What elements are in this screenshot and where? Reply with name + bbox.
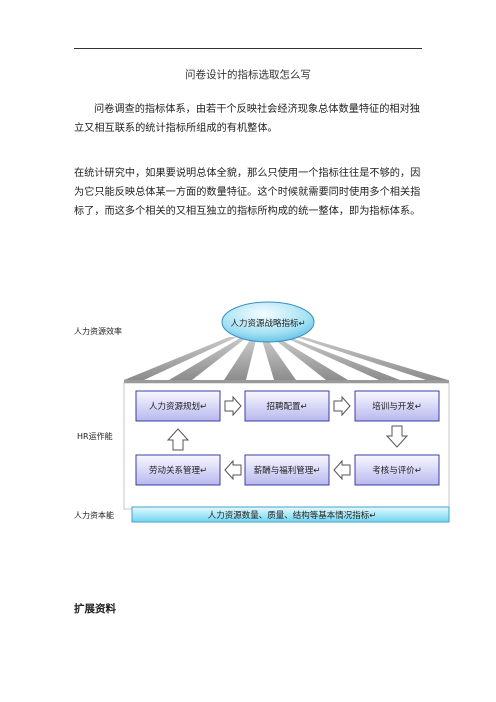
arrow-right-icon (224, 395, 242, 417)
arrow-left-icon (224, 459, 242, 481)
paragraph-2: 在统计研究中，如果要说明总体全貌，那么只使用一个指标往往是不够的，因为它只能反映… (74, 168, 421, 217)
hr-indicator-diagram: 人力资源战略指标↵ 人力资源效率 HR运作能 人力资本能 人力资源规划↵ 招聘配… (74, 301, 450, 523)
arrow-right-icon (333, 395, 351, 417)
label-efficiency: 人力资源效率 (74, 326, 122, 336)
paragraph-1: 问卷调查的指标体系，由若干个反映社会经济现象总体数量特征的相对独立又相互联系的统… (74, 104, 420, 134)
basic-indicators-bar (131, 506, 450, 523)
section-heading: 扩展资料 (74, 603, 116, 615)
arrow-up-icon (166, 428, 190, 451)
box-training (354, 390, 440, 422)
basic-indicators-label: 人力资源数量、质量、结构等基本情况指标↵ (208, 510, 377, 521)
box-compensation (244, 454, 330, 486)
header-rule (74, 48, 422, 49)
arrow-left-icon (333, 459, 351, 481)
box-planning (135, 390, 221, 422)
box-training-label: 培训与开发↵ (372, 401, 422, 412)
label-operation: HR运作能 (77, 431, 113, 441)
box-labor-label: 劳动关系管理↵ (149, 465, 207, 476)
box-compensation-label: 薪酬与福利管理↵ (254, 465, 321, 476)
box-planning-label: 人力资源规划↵ (149, 401, 207, 412)
box-labor (135, 454, 221, 486)
fan-rays (124, 337, 449, 383)
strategy-ellipse-label: 人力资源战略指标↵ (230, 318, 305, 329)
label-capital: 人力资本能 (74, 510, 114, 520)
document-title: 问卷设计的指标选取怎么写 (185, 69, 311, 81)
arrow-down-icon (385, 425, 409, 448)
box-recruiting (244, 390, 330, 422)
strategy-ellipse (221, 301, 315, 343)
box-appraisal-label: 考核与评价↵ (372, 465, 422, 476)
box-appraisal (354, 454, 440, 486)
box-recruiting-label: 招聘配置↵ (266, 401, 307, 412)
